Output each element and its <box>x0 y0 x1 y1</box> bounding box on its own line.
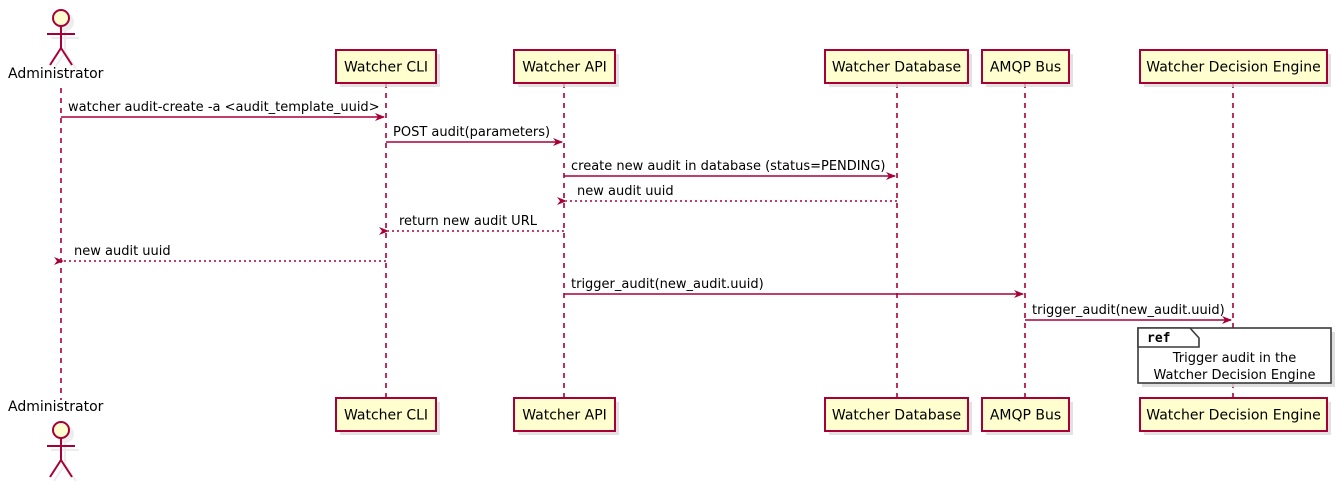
message-1[interactable]: watcher audit-create -a <audit_template_… <box>61 100 385 121</box>
ref-body-line-2: Watcher Decision Engine <box>1154 368 1316 383</box>
participant-box-watcher-cli-bottom[interactable]: Watcher CLI <box>335 397 440 435</box>
participant-label-watcher-database: Watcher Database <box>832 60 961 76</box>
message-7[interactable]: trigger_audit(new_audit.uuid) <box>564 277 1024 298</box>
message-label-6: new audit uuid <box>74 244 171 259</box>
participant-box-watcher-cli-top[interactable]: Watcher CLI <box>335 49 440 87</box>
messages-group: watcher audit-create -a <audit_template_… <box>54 100 1232 324</box>
message-label-2: POST audit(parameters) <box>393 125 550 140</box>
message-5[interactable]: return new audit URL <box>379 214 564 235</box>
participant-label-watcher-api: Watcher API <box>522 408 607 424</box>
participant-footer-boxes: Watcher CLI Watcher API Watcher Database AM… <box>335 397 1331 435</box>
message-label-1: watcher audit-create -a <audit_template_… <box>68 100 380 115</box>
participant-label-amqp-bus: AMQP Bus <box>990 408 1061 424</box>
participant-header-boxes: Watcher CLI Watcher API Watcher Database AM… <box>335 49 1331 87</box>
message-2[interactable]: POST audit(parameters) <box>386 125 563 146</box>
message-label-5: return new audit URL <box>399 214 538 229</box>
participant-label-amqp-bus: AMQP Bus <box>990 60 1061 76</box>
message-label-4: new audit uuid <box>577 184 674 199</box>
message-4[interactable]: new audit uuid <box>557 184 897 205</box>
message-label-7: trigger_audit(new_audit.uuid) <box>571 277 764 292</box>
participant-box-watcher-database-top[interactable]: Watcher Database <box>824 49 972 87</box>
actor-label-administrator-bottom: Administrator <box>8 399 104 415</box>
message-3[interactable]: create new audit in database (status=PEN… <box>564 159 896 180</box>
participant-box-watcher-decision-engine-top[interactable]: Watcher Decision Engine <box>1139 49 1331 87</box>
participant-box-amqp-bus-top[interactable]: AMQP Bus <box>981 49 1073 87</box>
participant-label-watcher-database: Watcher Database <box>832 408 961 424</box>
participant-box-watcher-api-top[interactable]: Watcher API <box>513 49 619 87</box>
actor-label-administrator-top: Administrator <box>8 66 104 82</box>
participant-box-watcher-decision-engine-bottom[interactable]: Watcher Decision Engine <box>1139 397 1331 435</box>
message-label-3: create new audit in database (status=PEN… <box>571 159 886 174</box>
participant-label-watcher-cli: Watcher CLI <box>344 408 428 424</box>
participant-box-watcher-database-bottom[interactable]: Watcher Database <box>824 397 972 435</box>
participant-box-watcher-api-bottom[interactable]: Watcher API <box>513 397 619 435</box>
participant-label-watcher-decision-engine: Watcher Decision Engine <box>1146 408 1320 424</box>
actor-administrator-bottom[interactable]: Administrator <box>8 399 104 482</box>
ref-body-line-1: Trigger audit in the <box>1172 351 1297 366</box>
message-label-8: trigger_audit(new_audit.uuid) <box>1032 303 1225 318</box>
participant-label-watcher-cli: Watcher CLI <box>344 60 428 76</box>
ref-tab-label: ref <box>1147 331 1170 346</box>
participant-box-amqp-bus-bottom[interactable]: AMQP Bus <box>981 397 1073 435</box>
actor-administrator-top[interactable]: Administrator <box>8 9 104 82</box>
message-8[interactable]: trigger_audit(new_audit.uuid) <box>1025 303 1232 324</box>
participant-label-watcher-api: Watcher API <box>522 60 607 76</box>
lifelines-group <box>60 83 1234 400</box>
ref-tab-shape <box>1137 327 1200 348</box>
participant-label-watcher-decision-engine: Watcher Decision Engine <box>1146 60 1320 76</box>
message-6[interactable]: new audit uuid <box>54 244 386 265</box>
